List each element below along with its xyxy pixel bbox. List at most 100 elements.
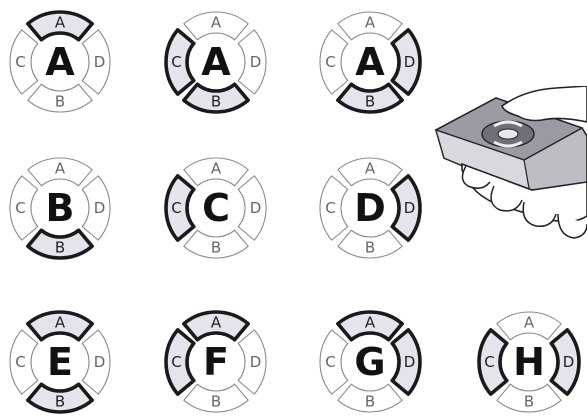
- center-letter: A: [201, 40, 231, 84]
- button-segment-bottom: B: [338, 230, 402, 258]
- segment-label: B: [365, 93, 375, 111]
- segment-label: D: [94, 353, 106, 371]
- segment-label: D: [94, 199, 106, 217]
- segment-label: D: [563, 353, 575, 371]
- button-segment-right: D: [238, 330, 266, 394]
- segment-label: D: [250, 53, 262, 71]
- segment-label: A: [524, 314, 535, 332]
- center-letter: G: [354, 340, 385, 384]
- segment-label: C: [171, 353, 181, 371]
- button-segment-left: C: [10, 330, 38, 394]
- button-segment-bottom: B: [497, 384, 561, 412]
- center-letter: F: [203, 340, 229, 384]
- segment-label: A: [211, 160, 222, 178]
- segment-label: B: [211, 93, 221, 111]
- segment-label: C: [484, 353, 494, 371]
- center-letter: A: [355, 40, 385, 84]
- button-segment-top: A: [28, 312, 92, 340]
- center-letter: A: [45, 40, 75, 84]
- segment-label: B: [365, 239, 375, 257]
- button-pad: A D B C E: [2, 304, 118, 420]
- segment-label: C: [325, 199, 335, 217]
- center-letter: C: [202, 186, 230, 230]
- segment-label: C: [325, 53, 335, 71]
- button-pad: A D B C B: [2, 150, 118, 266]
- button-segment-left: C: [166, 176, 194, 240]
- segment-label: C: [15, 353, 25, 371]
- remote-button-center: [498, 129, 518, 139]
- button-pad: ADBCA: [312, 4, 428, 120]
- center-letter: E: [47, 340, 73, 384]
- button-segment-top: A: [497, 312, 561, 340]
- segment-label: B: [211, 393, 221, 411]
- segment-label: D: [404, 53, 416, 71]
- button-segment-left: C: [166, 330, 194, 394]
- button-segment-right: D: [82, 176, 110, 240]
- button-segment-left: C: [479, 330, 507, 394]
- button-segment-right: D: [82, 330, 110, 394]
- segment-label: B: [55, 239, 65, 257]
- button-segment-left: C: [320, 330, 348, 394]
- button-pad: A D B C A: [158, 4, 274, 120]
- button-segment-right: D: [392, 30, 420, 94]
- button-pad: A D B C A: [2, 4, 118, 120]
- segment-label: D: [250, 199, 262, 217]
- segment-label: A: [211, 14, 222, 32]
- segment-label: B: [55, 93, 65, 111]
- button-segment-right: D: [392, 330, 420, 394]
- segment-label: A: [365, 314, 376, 332]
- button-segment-bottom: B: [184, 230, 248, 258]
- segment-label: C: [15, 53, 25, 71]
- segment-label: D: [94, 53, 106, 71]
- segment-label: A: [55, 160, 66, 178]
- button-segment-top: A: [184, 12, 248, 40]
- segment-label: D: [404, 199, 416, 217]
- button-segment-bottom: B: [28, 84, 92, 112]
- button-pad: A D B C G: [312, 304, 428, 420]
- segment-label: D: [250, 353, 262, 371]
- center-letter: B: [46, 186, 75, 230]
- button-pad: ADBCC: [158, 150, 274, 266]
- button-segment-left: C: [10, 176, 38, 240]
- button-segment-left: C: [166, 30, 194, 94]
- button-segment-top: A: [338, 312, 402, 340]
- button-segment-bottom: B: [338, 384, 402, 412]
- segment-label: A: [55, 314, 66, 332]
- center-letter: D: [354, 186, 386, 230]
- button-segment-top: A: [184, 312, 248, 340]
- button-segment-right: D: [238, 176, 266, 240]
- segment-label: C: [15, 199, 25, 217]
- button-segment-left: C: [320, 176, 348, 240]
- button-segment-bottom: B: [184, 84, 248, 112]
- segment-label: B: [55, 393, 65, 411]
- button-segment-bottom: B: [28, 230, 92, 258]
- button-segment-top: A: [184, 158, 248, 186]
- center-letter: H: [513, 340, 545, 384]
- button-pad: A D B C H: [471, 304, 587, 420]
- button-segment-right: D: [392, 176, 420, 240]
- button-pad: A D B C F: [158, 304, 274, 420]
- button-segment-right: D: [551, 330, 579, 394]
- button-segment-top: A: [28, 158, 92, 186]
- button-segment-right: D: [82, 30, 110, 94]
- segment-label: B: [524, 393, 534, 411]
- button-segment-top: A: [338, 12, 402, 40]
- segment-label: A: [365, 160, 376, 178]
- remote-in-hand-illustration: [432, 86, 587, 246]
- button-segment-top: A: [28, 12, 92, 40]
- button-segment-top: A: [338, 158, 402, 186]
- segment-label: B: [211, 239, 221, 257]
- button-segment-bottom: B: [338, 84, 402, 112]
- button-segment-bottom: B: [184, 384, 248, 412]
- button-segment-bottom: B: [28, 384, 92, 412]
- button-segment-left: C: [10, 30, 38, 94]
- segment-label: B: [365, 393, 375, 411]
- segment-label: C: [171, 199, 181, 217]
- segment-label: C: [171, 53, 181, 71]
- segment-label: A: [211, 314, 222, 332]
- button-segment-right: D: [238, 30, 266, 94]
- segment-label: A: [55, 14, 66, 32]
- segment-label: D: [404, 353, 416, 371]
- segment-label: C: [325, 353, 335, 371]
